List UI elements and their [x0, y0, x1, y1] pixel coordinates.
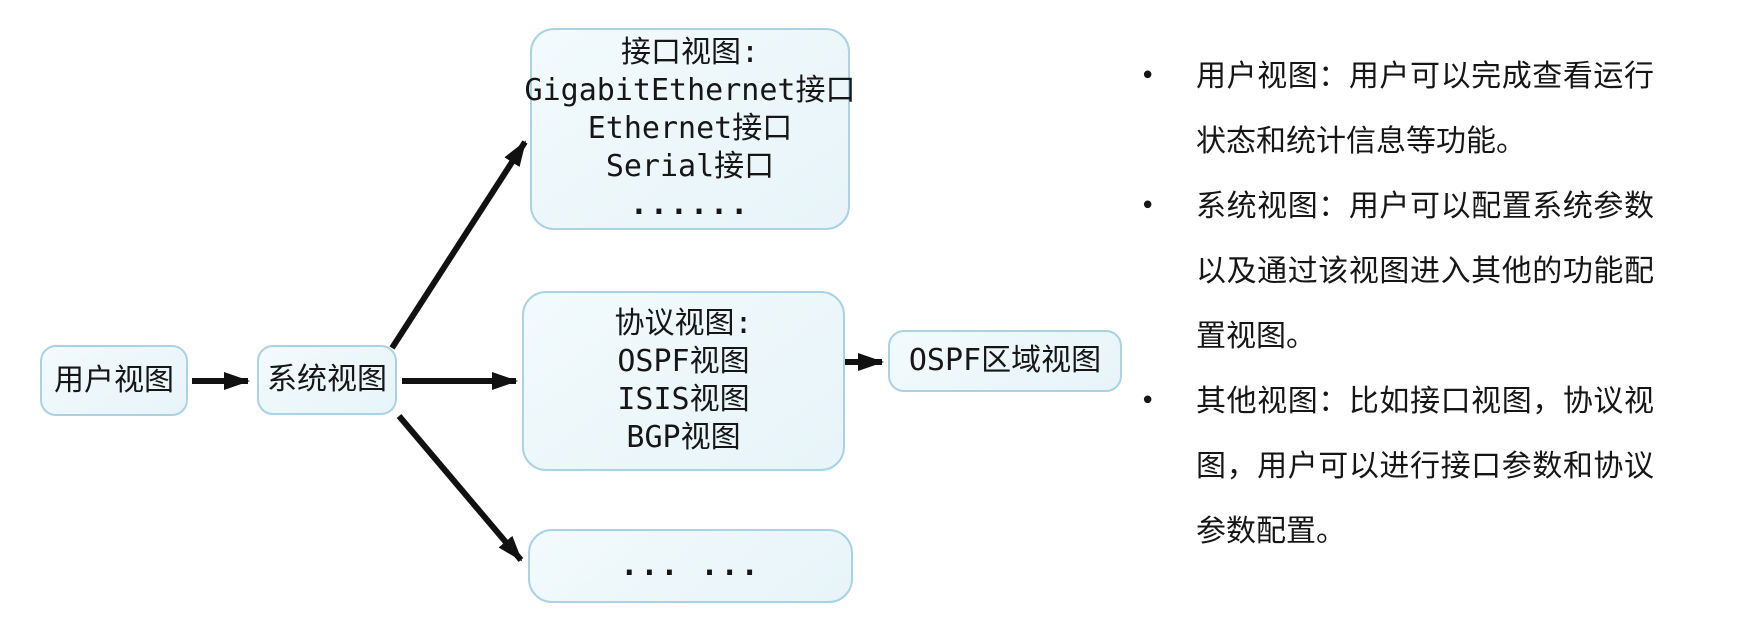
interface-box-line: Serial接口 [605, 149, 775, 184]
arrow-system-to-other [396, 414, 524, 562]
ospf-area-view-box: OSPF区域视图 [888, 330, 1122, 392]
protocol-box-line: ISIS视图 [617, 382, 750, 417]
note-text: 系统视图：用户可以配置系统参数以及通过该视图进入其他的功能配置视图。 [1196, 189, 1654, 354]
system-view-label: 系统视图 [267, 362, 387, 397]
interface-box-line: Ethernet接口 [587, 111, 793, 146]
note-text: 其他视图：比如接口视图，协议视图，用户可以进行接口参数和协议参数配置。 [1196, 384, 1654, 549]
user-view-box: 用户视图 [40, 345, 188, 416]
other-views-box: ... ... [528, 529, 853, 603]
note-item-system-view: • 系统视图：用户可以配置系统参数以及通过该视图进入其他的功能配置视图。 [1140, 174, 1660, 369]
interface-box-line: GigabitEthernet接口 [524, 73, 856, 108]
ospf-area-label: OSPF区域视图 [908, 343, 1102, 378]
interface-box-title: 接口视图: [620, 35, 760, 70]
note-text: 用户视图：用户可以完成查看运行状态和统计信息等功能。 [1196, 59, 1654, 159]
protocol-view-box: 协议视图: OSPF视图 ISIS视图 BGP视图 [522, 291, 845, 471]
protocol-box-line: OSPF视图 [617, 344, 750, 379]
interface-box-ellipsis: ...... [629, 187, 751, 222]
bullet-icon: • [1140, 386, 1156, 416]
notes-panel: • 用户视图：用户可以完成查看运行状态和统计信息等功能。 • 系统视图：用户可以… [1140, 44, 1660, 564]
protocol-box-line: BGP视图 [626, 420, 741, 455]
bullet-icon: • [1140, 191, 1156, 221]
system-view-box: 系统视图 [257, 345, 397, 415]
bullet-icon: • [1140, 61, 1156, 91]
other-views-ellipsis: ... ... [620, 548, 761, 583]
interface-view-box: 接口视图: GigabitEthernet接口 Ethernet接口 Seria… [525, 28, 855, 230]
user-view-label: 用户视图 [54, 362, 174, 398]
protocol-box-title: 协议视图: [614, 306, 753, 341]
arrow-system-to-interface [389, 140, 528, 350]
note-item-other-views: • 其他视图：比如接口视图，协议视图，用户可以进行接口参数和协议参数配置。 [1140, 369, 1660, 564]
note-item-user-view: • 用户视图：用户可以完成查看运行状态和统计信息等功能。 [1140, 44, 1660, 174]
